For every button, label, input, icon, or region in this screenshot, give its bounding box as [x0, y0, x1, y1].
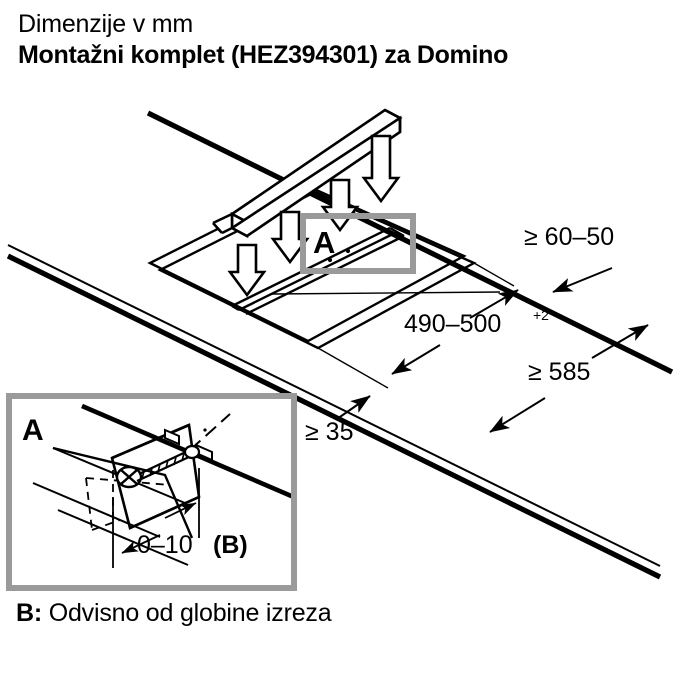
- dimension-label-front-gap: ≥ 35: [305, 418, 353, 446]
- dimension-worktop-depth: ≥ 585: [489, 324, 649, 433]
- dimension-label-worktop-depth: ≥ 585: [528, 358, 590, 386]
- page-title: Montažni komplet (HEZ394301) za Domino: [18, 41, 509, 69]
- dimension-gap-top: ≥ 60–50: [524, 223, 614, 293]
- inset-dimension-lines: [112, 468, 200, 568]
- dimension-cutout-width: 490–500 +2: [271, 262, 549, 389]
- footnote-text: Odvisno od globine izreza: [48, 599, 332, 627]
- screw: [115, 444, 201, 489]
- mounting-rail: [212, 108, 403, 239]
- footnote-marker: B:: [16, 599, 42, 627]
- callout-label-a: A: [313, 225, 335, 260]
- dimension-superscript-cutout-width: +2: [533, 307, 549, 323]
- rail-clips: [164, 428, 213, 462]
- page-subtitle: Dimenzije v mm: [18, 10, 193, 38]
- inset-label-a: A: [22, 414, 44, 447]
- inset-detail-a[interactable]: A: [6, 393, 297, 591]
- inset-dimension-value: 0–10: [137, 531, 193, 559]
- worktop-front-edge: [6, 244, 662, 580]
- footnote: B: Odvisno od globine izreza: [16, 599, 332, 628]
- dimension-label-cutout-width: 490–500: [404, 310, 501, 338]
- inset-dimension-ref: (B): [213, 531, 248, 559]
- dimension-front-gap: ≥ 35: [305, 395, 371, 446]
- fixing-points: [327, 248, 351, 263]
- dimension-label-gap-top: ≥ 60–50: [524, 223, 614, 251]
- inset-artwork: [32, 403, 291, 568]
- callout-box-a[interactable]: A: [300, 213, 416, 274]
